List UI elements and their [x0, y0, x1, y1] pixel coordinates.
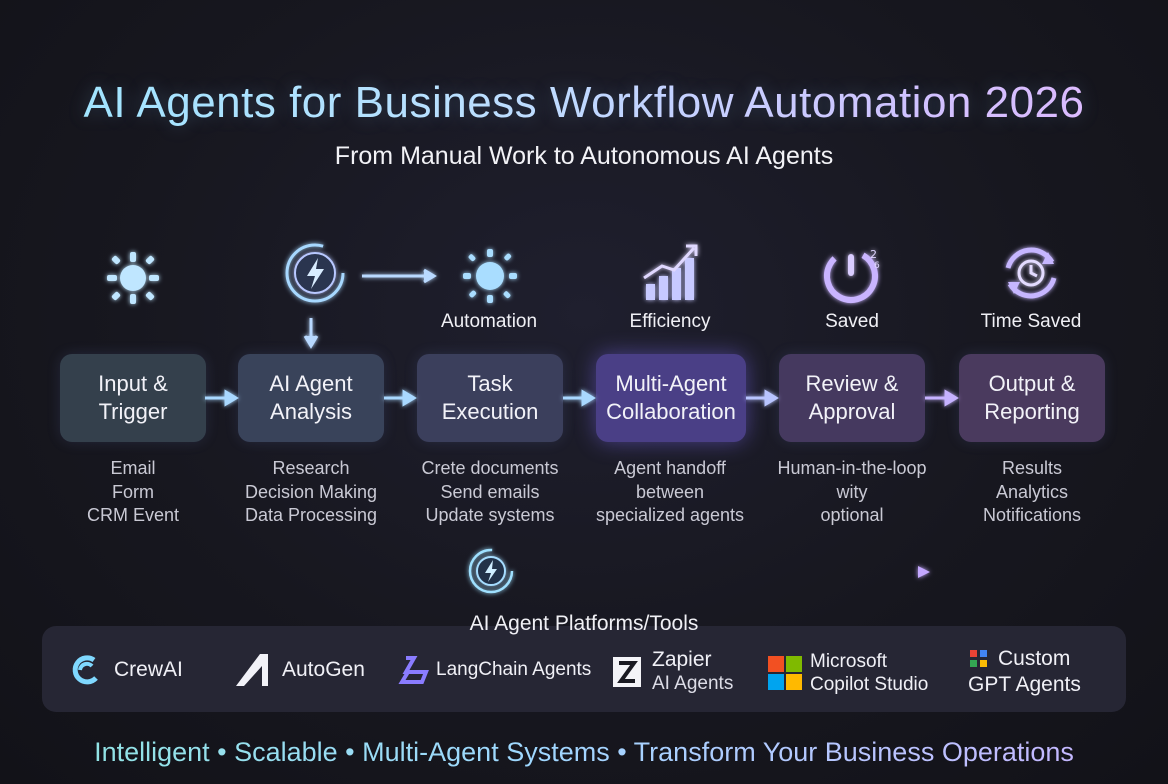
lightning-cycle-icon	[280, 238, 350, 308]
zapier-icon	[613, 657, 641, 687]
step-input-trigger: Input &Trigger	[60, 354, 206, 442]
arrow-5-6	[925, 389, 959, 407]
bar-chart-growth-icon	[636, 238, 706, 308]
gear-icon	[455, 241, 525, 311]
langchain-icon	[398, 656, 429, 684]
svg-text:6: 6	[874, 261, 880, 271]
tool-zapier: Zapier AI Agents	[612, 648, 733, 696]
label-time-saved: Time Saved	[980, 311, 1082, 332]
autogen-icon	[236, 654, 268, 686]
crewai-icon	[72, 655, 98, 685]
custom-gpt-icon	[970, 650, 987, 667]
step-arrows	[205, 389, 959, 407]
label-efficiency: Efficiency	[629, 311, 711, 332]
clock-refresh-icon	[996, 238, 1066, 308]
step-review-approval: Review &Approval	[779, 354, 925, 442]
tools-panel	[42, 626, 1126, 712]
tools-title: AI Agent Platforms/Tools	[469, 612, 699, 635]
tool-microsoft-copilot: Microsoft Copilot Studio	[768, 650, 928, 696]
arrow-2-3	[384, 389, 417, 407]
top-connectors	[303, 268, 437, 349]
label-saved: Saved	[825, 311, 879, 332]
lightning-badge-icon	[466, 546, 516, 596]
microsoft-icon	[768, 656, 802, 690]
tool-autogen: AutoGen	[234, 652, 365, 688]
svg-text:2: 2	[870, 248, 877, 261]
arrow-4-5	[746, 389, 779, 407]
tool-crewai: CrewAI	[68, 652, 183, 688]
step-output-reporting: Output &Reporting	[959, 354, 1105, 442]
tool-langchain: LangChain Agents	[398, 654, 591, 686]
page-title: AI Agents for Business Workflow Automati…	[0, 78, 1168, 128]
page-subtitle: From Manual Work to Autonomous AI Agents	[334, 142, 834, 170]
label-automation: Automation	[440, 311, 538, 332]
arrow-3-4	[563, 389, 596, 407]
gear-sun-icon	[98, 243, 168, 313]
long-flow-arrow	[530, 566, 930, 578]
tagline: Intelligent • Scalable • Multi-Agent Sys…	[0, 737, 1168, 768]
tool-custom-gpt: Custom GPT Agents	[968, 647, 1081, 696]
power-timer-icon: 2 6	[818, 238, 888, 308]
arrow-1-2	[205, 389, 239, 407]
